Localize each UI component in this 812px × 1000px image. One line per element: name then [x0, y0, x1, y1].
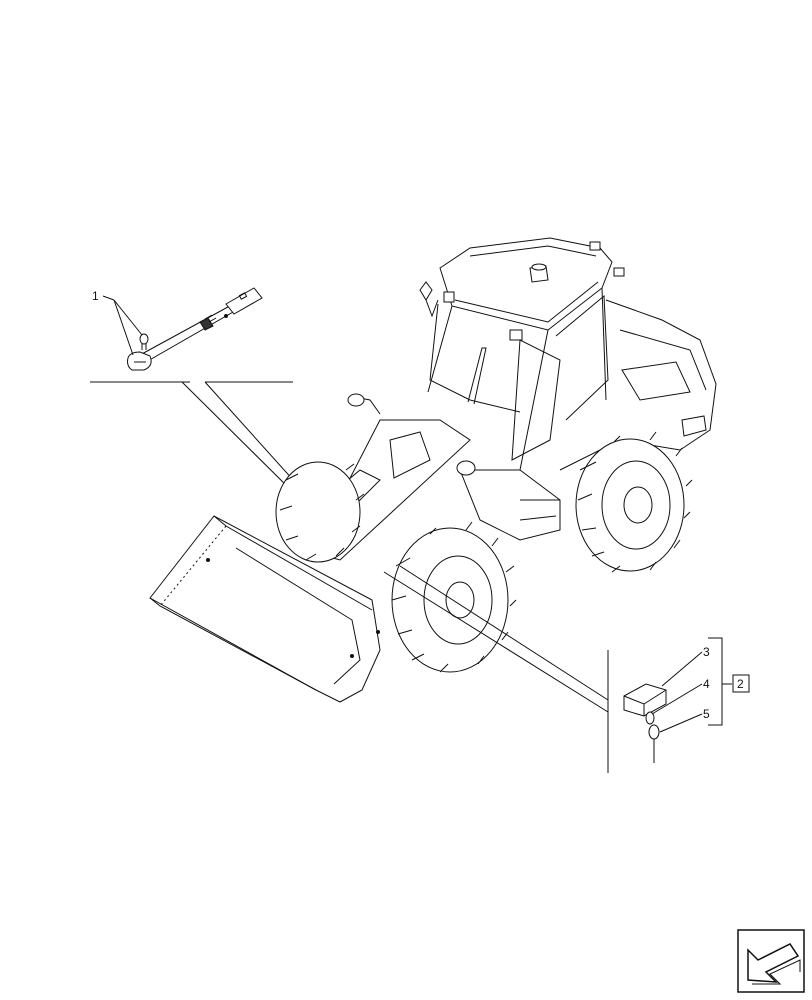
arrow-back-icon[interactable] — [737, 929, 805, 993]
callout-5-label: 5 — [703, 707, 710, 721]
callout-4-label: 4 — [703, 677, 710, 691]
towing-bar-detail — [102, 287, 263, 371]
callout-3-label: 3 — [703, 645, 710, 659]
bucket-lock-detail — [623, 637, 750, 763]
callout-1-label: 1 — [92, 289, 99, 303]
detail-2-leader-lines — [383, 565, 609, 773]
callout-2-label: 2 — [737, 677, 744, 691]
wheel-loader-illustration — [149, 237, 717, 703]
